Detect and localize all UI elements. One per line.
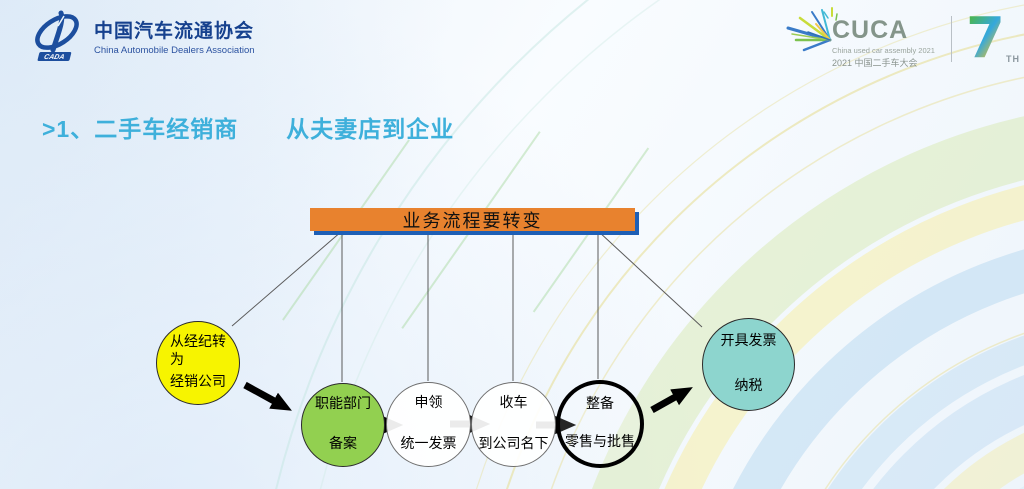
cuca-logo: CUCA China used car assembly 2021 2021 中… [782, 6, 1019, 71]
node-line: 整备 [586, 396, 614, 412]
node-line: 统一发票 [400, 436, 457, 452]
seven-glyph: 7 [965, 6, 1005, 71]
process-root-box: 业务流程要转变 [310, 208, 635, 231]
node-line: 开具发票 [720, 334, 777, 350]
cada-org-name-cn: 中国汽车流通协会 [94, 21, 255, 42]
node-line: 经销公司 [170, 374, 226, 390]
cuca-burst-icon [786, 7, 838, 52]
svg-text:CADA: CADA [43, 53, 65, 61]
node-apply-invoice: 申领 统一发票 [386, 382, 471, 467]
node-line: 备案 [329, 437, 357, 452]
cuca-text-block: CUCA China used car assembly 2021 2021 中… [832, 6, 935, 69]
cada-emblem-icon: CADA [35, 10, 79, 61]
cuca-subtitle-cn: 2021 中国二手车大会 [832, 58, 918, 68]
node-recondition-sell: 整备 零售与批售 [556, 380, 644, 468]
cada-logo: CADA 中国汽车流通协会 China Automobile Dealers A… [28, 10, 255, 62]
cada-org-name-en: China Automobile Dealers Association [94, 45, 255, 56]
cuca-name: CUCA [832, 16, 909, 44]
node-line: 职能部门 [315, 396, 371, 412]
node-line: 到公司名下 [478, 436, 549, 452]
cada-logo-text: 中国汽车流通协会 China Automobile Dealers Associ… [94, 16, 255, 56]
node-line: 零售与批售 [565, 435, 635, 450]
node-line: 申领 [414, 396, 443, 412]
node-registration: 职能部门 备案 [301, 383, 385, 467]
seventh-edition-logo: 7 TH [965, 6, 1019, 71]
node-line: 纳税 [734, 378, 763, 394]
page-title: >1、二手车经销商 从夫妻店到企业 [42, 116, 455, 142]
node-invoice-tax: 开具发票 纳税 [702, 318, 795, 411]
seven-th-suffix: TH [1005, 54, 1020, 64]
cuca-subtitle-en: China used car assembly 2021 [832, 46, 935, 55]
node-line: 从经纪转为 [170, 335, 226, 369]
node-acquire-cars: 收车 到公司名下 [471, 382, 556, 467]
logo-divider [950, 16, 952, 62]
node-from-broker-to-dealer: 从经纪转为 经销公司 [156, 321, 240, 405]
node-line: 收车 [499, 396, 528, 412]
